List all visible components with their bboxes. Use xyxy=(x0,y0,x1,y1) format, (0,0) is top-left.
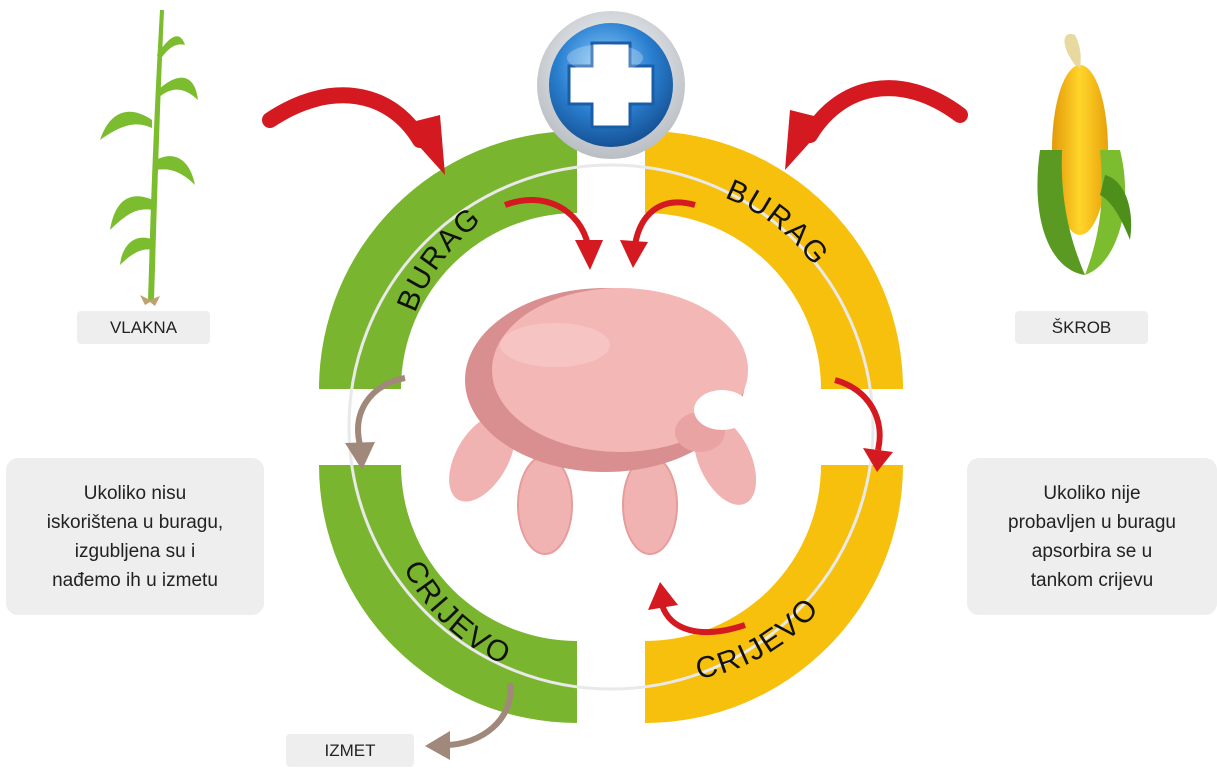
plus-icon xyxy=(537,11,685,159)
arrow-to-intestine xyxy=(834,377,893,472)
arrow-starch-in xyxy=(785,80,968,170)
corn-stalk-icon xyxy=(100,10,198,306)
arrow-rumen-left xyxy=(503,197,603,270)
udder-icon xyxy=(449,288,757,555)
note-starch: Ukoliko nije probavljen u buragu apsorbi… xyxy=(967,458,1217,615)
note-starch-text: Ukoliko nije probavljen u buragu apsorbi… xyxy=(1008,482,1176,591)
arrow-rumen-right xyxy=(620,199,696,268)
quadrant-top-right xyxy=(645,131,903,389)
quadrant-bottom-left xyxy=(319,465,577,723)
quadrant-top-left xyxy=(319,131,577,389)
label-vlakna: VLAKNA xyxy=(77,311,210,344)
arrow-absorbed xyxy=(648,582,746,635)
label-izmet: IZMET xyxy=(286,734,414,767)
arrow-fiber-down xyxy=(345,375,406,470)
note-fiber: Ukoliko nisu iskorištena u buragu, izgub… xyxy=(6,458,264,615)
note-fiber-text: Ukoliko nisu iskorištena u buragu, izgub… xyxy=(46,482,224,591)
quadrant-bottom-right xyxy=(645,465,903,723)
label-skrob: ŠKROB xyxy=(1015,311,1148,344)
corn-cob-icon xyxy=(1037,34,1132,275)
ring xyxy=(319,131,903,723)
arrow-fiber-in xyxy=(262,87,445,175)
arrow-to-feces xyxy=(425,682,514,760)
